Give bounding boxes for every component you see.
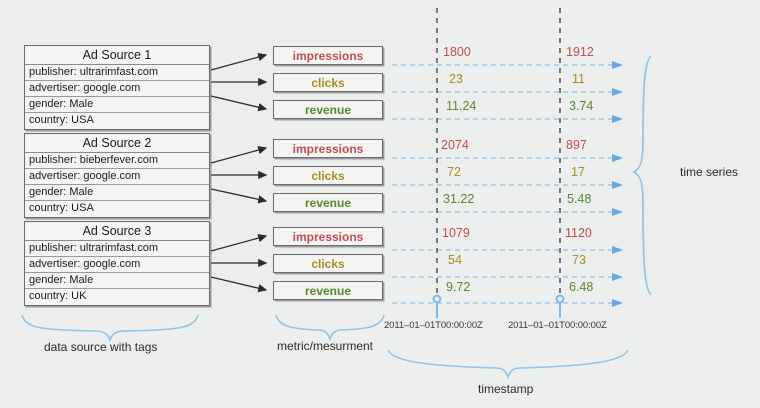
caption-data-source: data source with tags — [44, 340, 158, 354]
source-tag-country: country: USA — [25, 201, 209, 217]
value-s1-clicks-t2: 11 — [572, 72, 585, 86]
source-tag-gender: gender: Male — [25, 97, 209, 113]
metric-box-revenue-2[interactable]: revenue — [273, 193, 383, 212]
value-s3-revenue-t1: 9.72 — [446, 280, 471, 294]
value-s3-impressions-t1: 1079 — [442, 226, 470, 240]
source-box-1[interactable]: Ad Source 1 publisher: ultrarimfast.com … — [24, 45, 210, 130]
value-s3-clicks-t2: 73 — [572, 253, 586, 267]
source-tag-advertiser: advertiser: google.com — [25, 81, 209, 97]
metric-box-impressions-2[interactable]: impressions — [273, 139, 383, 158]
source-tag-advertiser: advertiser: google.com — [25, 169, 209, 185]
value-s2-clicks-t1: 72 — [447, 165, 461, 179]
value-s2-revenue-t2: 5.48 — [567, 192, 592, 206]
value-s2-impressions-t2: 897 — [566, 138, 587, 152]
source-title: Ad Source 2 — [25, 134, 209, 153]
connector-s3-impressions — [210, 234, 268, 252]
source-tag-publisher: publisher: ultrarimfast.com — [25, 65, 209, 81]
source-tag-publisher: publisher: bieberfever.com — [25, 153, 209, 169]
connector-s1-revenue — [210, 95, 268, 112]
source-box-3[interactable]: Ad Source 3 publisher: ultrarimfast.com … — [24, 221, 210, 306]
connector-s2-revenue — [210, 188, 268, 204]
source-title: Ad Source 1 — [25, 46, 209, 65]
timestamp-label-2: 2011–01–01T00:00:00Z — [508, 320, 607, 331]
metric-box-impressions-1[interactable]: impressions — [273, 46, 383, 65]
value-s3-revenue-t2: 6.48 — [569, 280, 594, 294]
source-tag-country: country: USA — [25, 113, 209, 129]
caption-metric: metric/mesurment — [277, 339, 374, 353]
connector-s2-impressions — [210, 146, 268, 164]
caption-time-series: time series — [680, 165, 739, 179]
source-tag-gender: gender: Male — [25, 185, 209, 201]
source-tag-gender: gender: Male — [25, 273, 209, 289]
brace-data-source — [21, 314, 199, 343]
connector-s1-impressions — [210, 53, 268, 71]
value-s1-revenue-t2: 3.74 — [569, 99, 594, 113]
value-s3-clicks-t1: 54 — [448, 253, 462, 267]
metric-box-revenue-3[interactable]: revenue — [273, 281, 383, 300]
source-tag-advertiser: advertiser: google.com — [25, 257, 209, 273]
source-title: Ad Source 3 — [25, 222, 209, 241]
value-s2-clicks-t2: 17 — [571, 165, 585, 179]
value-s1-impressions-t1: 1800 — [443, 45, 471, 59]
brace-metric — [275, 314, 385, 342]
timestamp-label-1: 2011–01–01T00:00:00Z — [384, 320, 483, 331]
metric-box-clicks-3[interactable]: clicks — [273, 254, 383, 273]
source-tag-publisher: publisher: ultrarimfast.com — [25, 241, 209, 257]
caption-timestamp: timestamp — [478, 382, 534, 396]
connector-s3-revenue — [210, 276, 268, 293]
brace-timestamp — [387, 349, 629, 380]
value-s1-impressions-t2: 1912 — [566, 45, 594, 59]
metric-box-revenue-1[interactable]: revenue — [273, 100, 383, 119]
metric-box-clicks-2[interactable]: clicks — [273, 166, 383, 185]
source-tag-country: country: UK — [25, 289, 209, 305]
metric-box-clicks-1[interactable]: clicks — [273, 73, 383, 92]
source-box-2[interactable]: Ad Source 2 publisher: bieberfever.com a… — [24, 133, 210, 218]
value-s2-revenue-t1: 31.22 — [443, 192, 475, 206]
value-s3-impressions-t2: 1120 — [565, 226, 592, 240]
metric-box-impressions-3[interactable]: impressions — [273, 227, 383, 246]
value-s2-impressions-t1: 2074 — [441, 138, 469, 152]
value-s1-clicks-t1: 23 — [449, 72, 463, 86]
brace-time-series — [632, 55, 652, 296]
value-s1-revenue-t1: 11.24 — [446, 99, 477, 113]
